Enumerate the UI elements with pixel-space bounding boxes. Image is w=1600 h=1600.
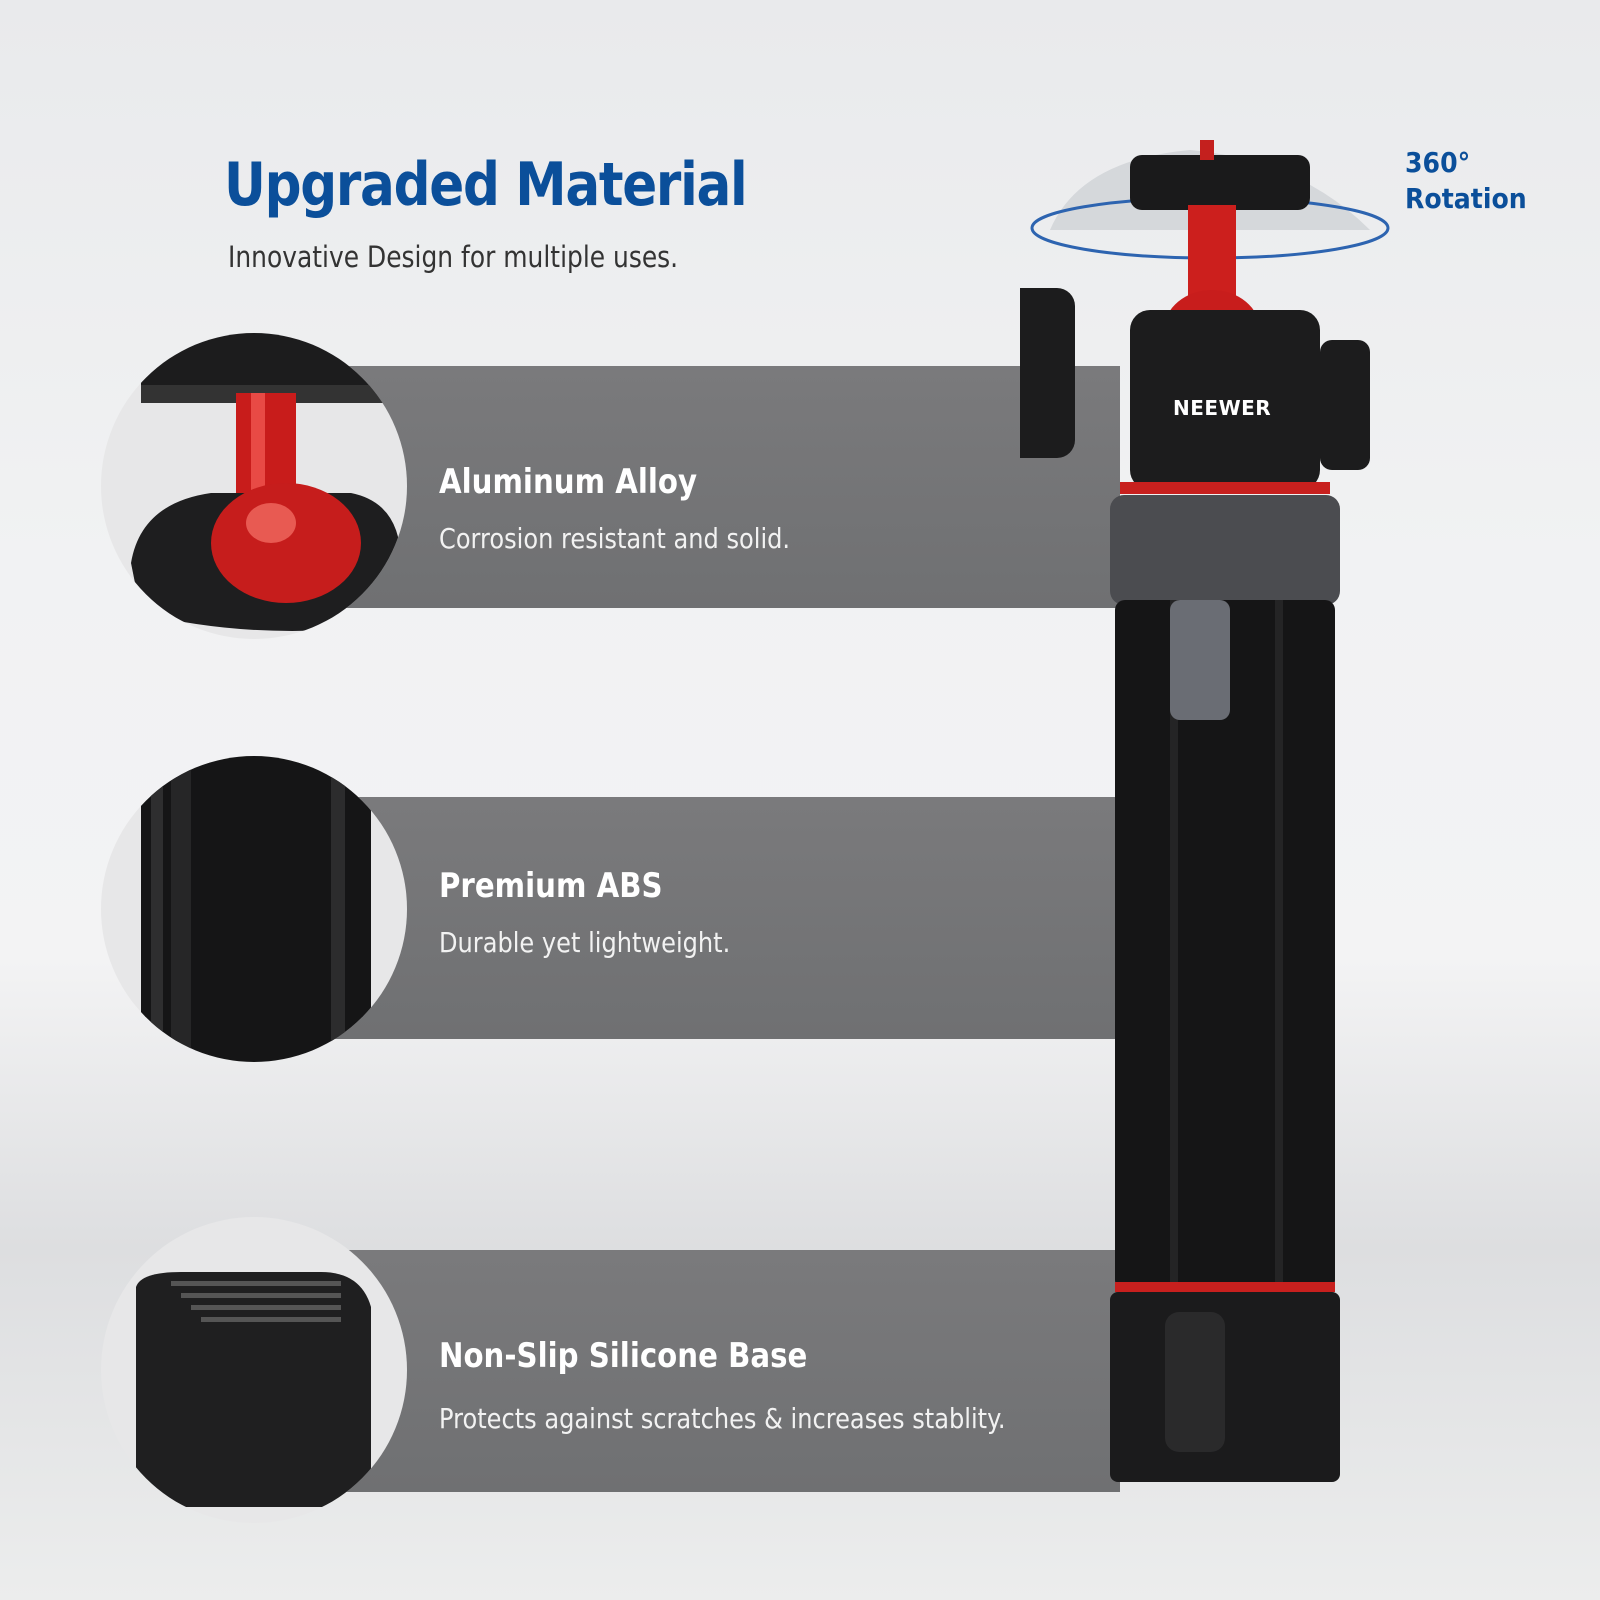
feature-description: Corrosion resistant and solid. <box>439 522 791 555</box>
rotation-degrees: 360° <box>1405 146 1471 179</box>
brand-logo: NEEWER <box>1173 396 1272 420</box>
feature-description: Durable yet lightweight. <box>439 926 731 959</box>
page-title: Upgraded Material <box>224 150 748 220</box>
feature-title: Premium ABS <box>439 866 663 906</box>
rotation-text: Rotation <box>1405 182 1527 215</box>
rotation-label: 360° Rotation <box>1405 145 1527 217</box>
tripod-image-icon <box>1020 140 1390 1482</box>
feature-title: Aluminum Alloy <box>439 462 698 502</box>
feature-description: Protects against scratches & increases s… <box>439 1402 1006 1435</box>
ball-head-closeup-icon <box>101 333 407 639</box>
feature-title: Non-Slip Silicone Base <box>439 1336 808 1376</box>
foot-closeup-icon <box>101 1217 407 1523</box>
leg-closeup-icon <box>101 756 407 1062</box>
page-subtitle: Innovative Design for multiple uses. <box>228 240 679 274</box>
